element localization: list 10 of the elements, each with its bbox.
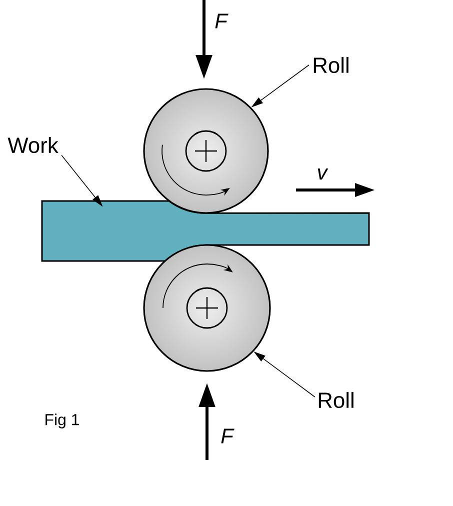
- part-label: Roll: [318, 392, 354, 408]
- velocity-label: v: [318, 168, 328, 180]
- roll: [143, 244, 271, 372]
- force-label: F: [215, 14, 228, 28]
- force-label: F: [221, 428, 234, 444]
- part-label: Work: [8, 136, 58, 154]
- part-label: Roll: [314, 56, 348, 74]
- roll: [143, 88, 269, 214]
- workpiece: [41, 200, 370, 262]
- figure-caption: Fig 1: [46, 414, 79, 428]
